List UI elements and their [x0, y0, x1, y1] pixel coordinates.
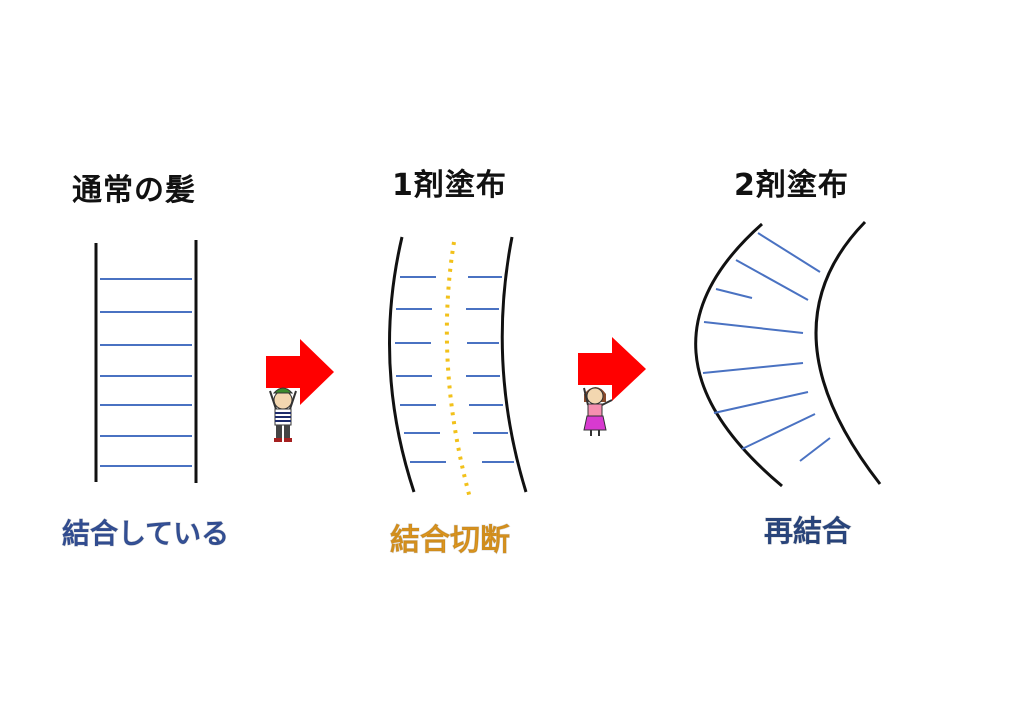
arrow-right-icon: [578, 337, 646, 401]
panel-title-normal: 通常の髪: [72, 173, 196, 208]
cut-hair: [388, 236, 528, 499]
normal-hair-ladder: [94, 240, 198, 483]
normal-bonds: [100, 278, 192, 467]
panel-title-agent-2: 2剤塗布: [734, 168, 849, 203]
man-holding-arrow-icon: [269, 387, 297, 442]
caption-rebonded: 再結合: [763, 514, 852, 549]
caption-bonded: 結合している: [61, 517, 230, 551]
arrow-right-icon: [266, 339, 334, 405]
broken-bonds: [395, 276, 514, 463]
caption-bond-cut: 結合切断: [390, 523, 511, 559]
rebonded-hair: [694, 220, 882, 488]
cut-line: [444, 241, 472, 499]
woman-holding-arrow-icon: [583, 387, 613, 436]
rebonded-bonds: [702, 232, 831, 462]
panel-title-agent-1: 1剤塗布: [392, 168, 507, 203]
